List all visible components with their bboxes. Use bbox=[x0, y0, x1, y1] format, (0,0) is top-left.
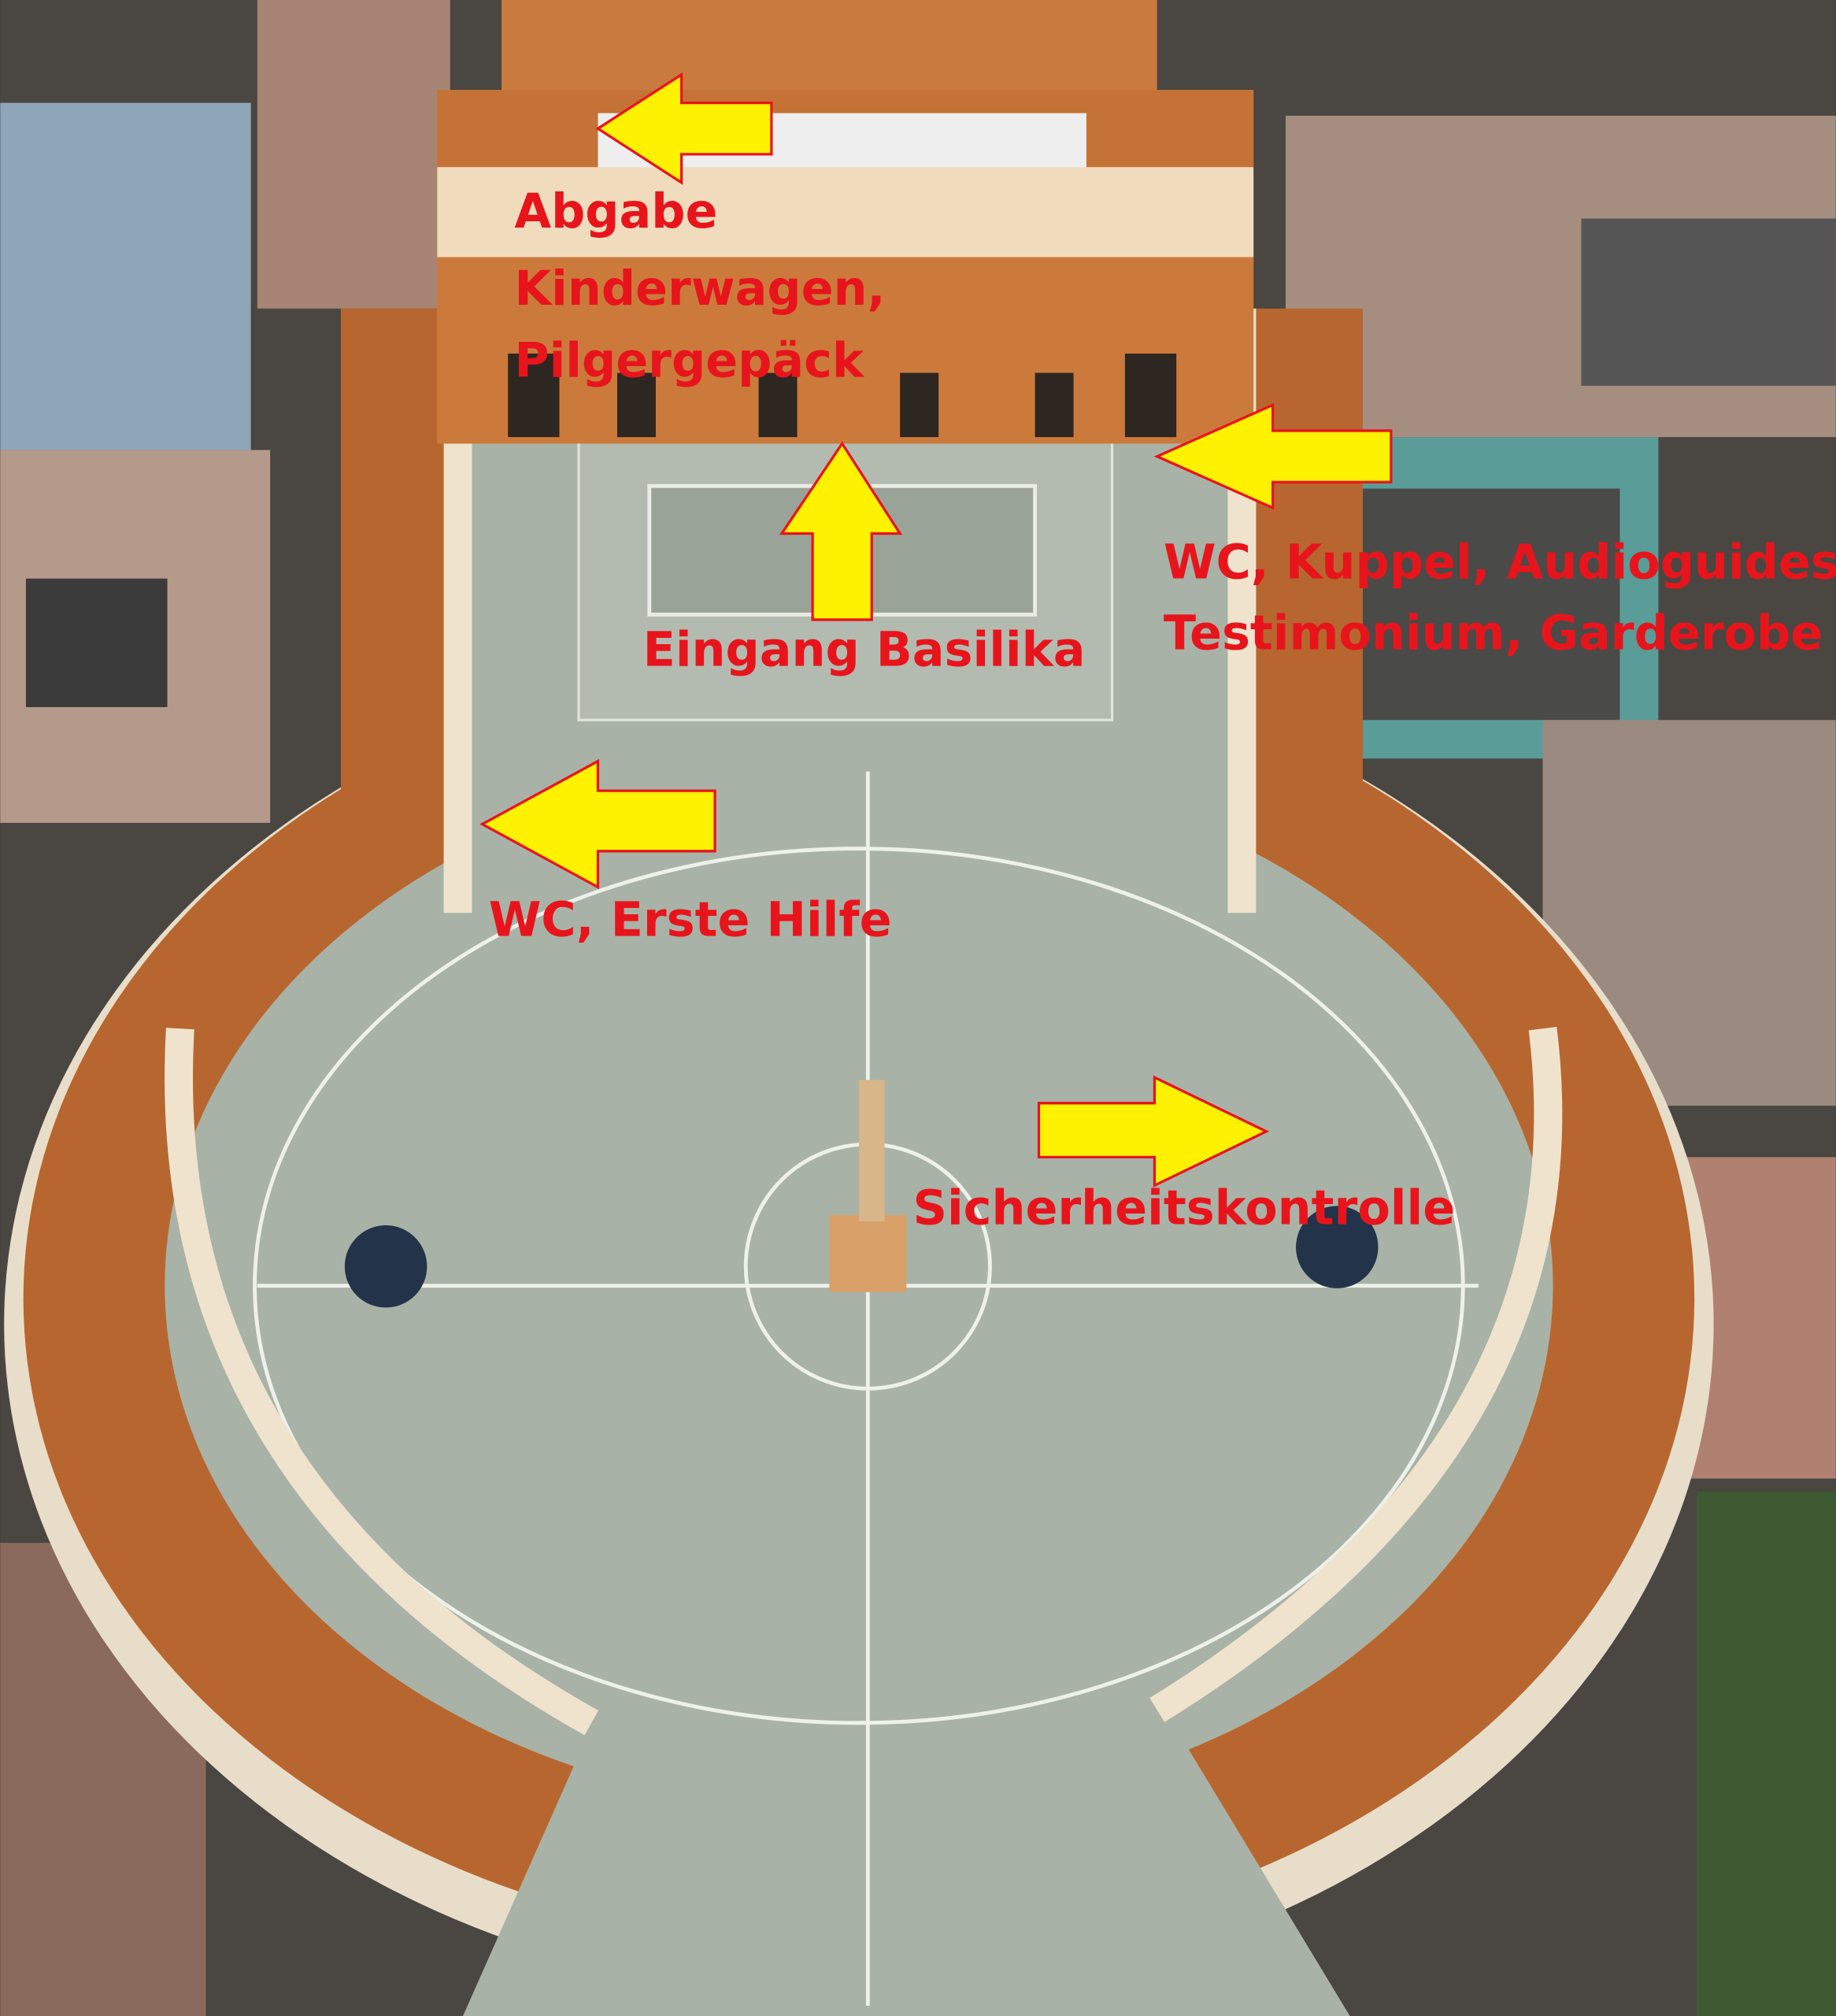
basilica-facade bbox=[437, 0, 1254, 444]
label-security: Sicherheitskontrolle bbox=[912, 1180, 1455, 1236]
arrow-left-services-left bbox=[479, 758, 716, 890]
label-stroller-drop: Abgabe Kinderwagen, Pilgergepäck bbox=[514, 184, 901, 388]
label-basilica-entrance: Eingang Basilika bbox=[643, 623, 1086, 678]
arrow-right-security bbox=[1037, 1075, 1270, 1188]
label-services-left: WC, Erste Hilfe bbox=[489, 893, 892, 948]
labels: Abgabe Kinderwagen, Pilgergepäck Eingang… bbox=[489, 184, 1836, 1236]
label-services-right: WC, Kuppel, Audioguides, Testimonium, Ga… bbox=[1164, 536, 1836, 662]
arrow-up-basilica-entrance bbox=[779, 441, 903, 621]
arrows bbox=[479, 72, 1393, 1188]
arrow-left-stroller-drop bbox=[595, 72, 773, 185]
arrow-left-services-right bbox=[1153, 402, 1393, 510]
piazza-model bbox=[4, 308, 1714, 2016]
